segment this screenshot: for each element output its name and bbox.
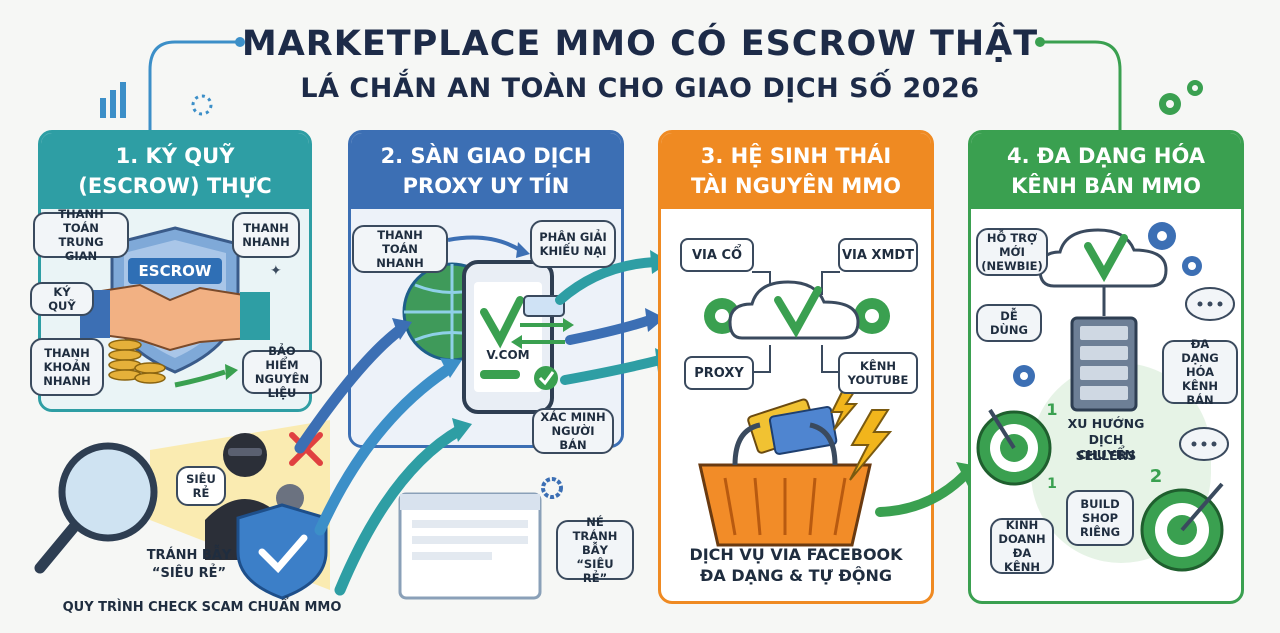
page-title: MARKETPLACE MMO CÓ ESCROW THẬT bbox=[241, 24, 1039, 64]
bubble-avoid-cheap-trap: NÉ TRÁNH BẪY “SIÊU RẺ” bbox=[556, 515, 634, 585]
avoid-trap-line1: TRÁNH BẪY bbox=[146, 548, 232, 563]
box-youtube-channel: KÊNH YOUTUBE bbox=[838, 352, 918, 394]
cross-icon bbox=[289, 432, 323, 466]
right-header-dot bbox=[1035, 37, 1045, 47]
left-header-line bbox=[148, 40, 240, 150]
right-header-line bbox=[1040, 40, 1122, 150]
number-1: 1 bbox=[1046, 400, 1058, 419]
flow-arrow-1 bbox=[294, 324, 406, 454]
cloud-icon bbox=[728, 280, 860, 340]
target-icon-2 bbox=[1140, 482, 1224, 572]
cloud-v-logo bbox=[774, 286, 822, 339]
swap-arrows bbox=[520, 323, 565, 344]
facebook-via-service: DỊCH VỤ VIA FACEBOOK bbox=[689, 545, 903, 564]
number-3: 1 bbox=[1047, 476, 1057, 492]
settings-gear-icon bbox=[541, 477, 563, 499]
panel-diversify-header: 4. ĐA DẠNG HÓA KÊNH BÁN MMO bbox=[971, 133, 1241, 209]
price-tag-cheap: SIÊU RẺ bbox=[176, 466, 226, 506]
loading-dots-icon bbox=[191, 94, 213, 116]
bubble-material-insurance: BẢO HIỂM NGUYÊN LIỆU bbox=[242, 344, 322, 400]
bar-chart-icon bbox=[100, 82, 126, 118]
bubble-build-shop: BUILD SHOP RIÊNG bbox=[1066, 490, 1134, 546]
flow-arrow-6 bbox=[560, 355, 665, 385]
flow-arrow-to-panel4 bbox=[875, 470, 970, 517]
bubble-fast-liquidity: THANH KHOẢN NHANH bbox=[30, 338, 104, 396]
page-subtitle: LÁ CHẮN AN TOÀN CHO GIAO DỊCH SỐ 2026 bbox=[300, 73, 980, 104]
box-proxy: PROXY bbox=[684, 356, 754, 390]
lightning-icon bbox=[849, 409, 893, 481]
server-icon bbox=[1070, 316, 1138, 412]
panel-ecosystem-title: 3. HỆ SINH THÁI bbox=[700, 144, 892, 168]
escrow-shield-label: ESCROW bbox=[138, 262, 212, 280]
bubble-multi-channel: KINH DOANH ĐA KÊNH bbox=[990, 518, 1054, 574]
chat-dots-icon-2 bbox=[1179, 427, 1229, 461]
box-via-old: VIA CỔ bbox=[680, 238, 754, 272]
panel-escrow-subtitle: (ESCROW) THỰC bbox=[78, 174, 272, 198]
panel-diversify-subtitle: KÊNH BÁN MMO bbox=[1011, 174, 1201, 198]
flow-arrow-5 bbox=[565, 315, 655, 345]
header-decoration bbox=[100, 37, 1203, 150]
number-2: 2 bbox=[1149, 466, 1163, 487]
bubble-dispute-resolution: PHÂN GIẢI KHIẾU NẠI bbox=[530, 220, 616, 268]
trend-line3: SELLERS bbox=[1075, 448, 1137, 463]
bubble-seller-verification: XÁC MINH NGƯỜI BÁN bbox=[532, 408, 614, 454]
chat-card bbox=[523, 295, 565, 317]
panel-escrow-header: 1. KÝ QUỸ (ESCROW) THỰC bbox=[41, 133, 309, 209]
trend-line1: XU HƯỚNG bbox=[1067, 416, 1145, 431]
panel-ecosystem-subtitle: TÀI NGUYÊN MMO bbox=[690, 174, 902, 198]
svg-text:✦: ✦ bbox=[270, 263, 282, 279]
magnifier-icon bbox=[58, 442, 158, 542]
panel-proxy-header: 2. SÀN GIAO DỊCH PROXY UY TÍN bbox=[351, 133, 621, 209]
avoid-trap-line2: “SIÊU RẺ” bbox=[151, 566, 227, 581]
panel-escrow-title: 1. KÝ QUỸ bbox=[115, 144, 235, 168]
bubble-deposit: KÝ QUỸ bbox=[30, 282, 94, 316]
bubble-newbie-support: HỖ TRỢ MỚI (NEWBIE) bbox=[976, 228, 1048, 276]
diverse-automatic: ĐA DẠNG & TỰ ĐỘNG bbox=[699, 566, 893, 585]
phone-brand-label: V.COM bbox=[486, 348, 530, 362]
flow-arrow-2 bbox=[314, 362, 456, 536]
box-via-xmdt: VIA XMDT bbox=[838, 238, 918, 272]
connector-lines bbox=[752, 271, 840, 373]
v-check-logo bbox=[480, 296, 524, 349]
chat-dots-icon-1 bbox=[1185, 287, 1235, 321]
panel-proxy-title: 2. SÀN GIAO DỊCH bbox=[380, 144, 592, 168]
protection-shield bbox=[236, 503, 328, 600]
escrow-banner bbox=[128, 258, 222, 284]
gears-icon bbox=[1159, 80, 1203, 115]
panel-proxy-subtitle: PROXY UY TÍN bbox=[402, 174, 570, 198]
bubble-fast-payment-2: THANH TOÁN NHANH bbox=[352, 225, 448, 273]
scam-check-process: QUY TRÌNH CHECK SCAM CHUẨN MMO bbox=[62, 600, 342, 615]
target-icon-1 bbox=[976, 408, 1052, 486]
insurance-arrow bbox=[174, 369, 226, 388]
bubble-fast-payment: THANH NHANH bbox=[232, 212, 300, 258]
fast-pay-arrow bbox=[447, 235, 522, 252]
flow-arrow-4 bbox=[555, 257, 660, 305]
trend-line2: DỊCH CHUYỂN bbox=[1077, 432, 1135, 462]
cloud-v-logo-2 bbox=[1084, 234, 1128, 283]
bubble-diversify-channels: ĐA DẠNG HÓA KÊNH BÁN bbox=[1162, 337, 1238, 407]
bubble-easy-use: DỄ DÙNG bbox=[976, 304, 1042, 342]
coin-stack-icon bbox=[108, 339, 166, 384]
panel-ecosystem-header: 3. HỆ SINH THÁI TÀI NGUYÊN MMO bbox=[661, 133, 931, 209]
credit-cards-icon bbox=[747, 398, 838, 455]
panel-diversify-title: 4. ĐA DẠNG HÓA bbox=[1007, 144, 1205, 168]
left-header-dot bbox=[235, 37, 245, 47]
flow-arrow-3 bbox=[334, 424, 466, 596]
